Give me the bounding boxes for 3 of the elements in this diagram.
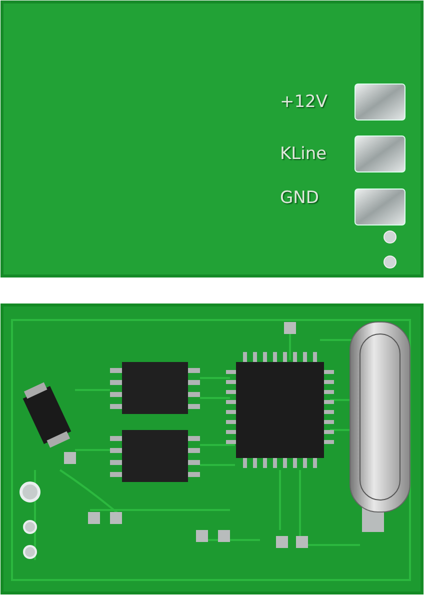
pin-label: KLine bbox=[280, 144, 327, 164]
pin-label: +12V bbox=[280, 92, 328, 112]
pin-label: GND bbox=[280, 188, 319, 208]
